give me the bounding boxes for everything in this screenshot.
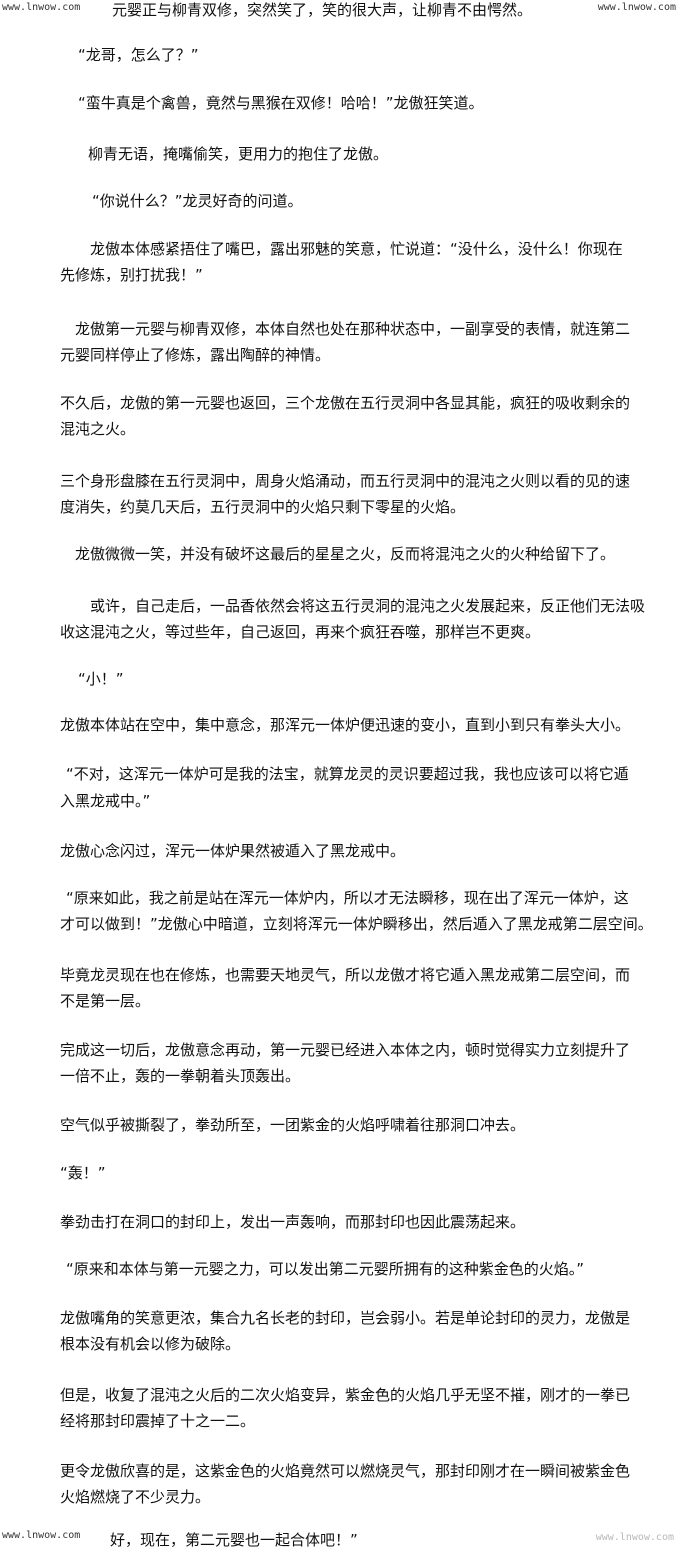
text-line: “轰！” [60, 1164, 106, 1182]
text-line: 更令龙傲欣喜的是，这紫金色的火焰竟然可以燃烧灵气，那封印刚才在一瞬间被紫金色 [60, 1462, 631, 1480]
text-line: 好，现在，第二元婴也一起合体吧！” [110, 1531, 358, 1549]
text-line: 混沌之火。 [60, 420, 136, 438]
text-line: 空气似乎被撕裂了，拳劲所至，一团紫金的火焰呼啸着往那洞口冲去。 [60, 1116, 526, 1134]
text-line: 一倍不止，轰的一拳朝着头顶轰出。 [60, 1067, 301, 1085]
text-line: 或许，自己走后，一品香依然会将这五行灵洞的混沌之火发展起来，反正他们无法吸 [90, 597, 646, 615]
text-line: 经将那封印震掉了十之一二。 [60, 1412, 256, 1430]
text-line: 完成这一切后，龙傲意念再动，第一元婴已经进入本体之内，顿时觉得实力立刻提升了 [60, 1041, 631, 1059]
text-line: 火焰燃烧了不少灵力。 [60, 1488, 211, 1506]
text-line: 龙傲本体站在空中，集中意念，那浑元一体炉便迅速的变小，直到小到只有拳头大小。 [60, 716, 631, 734]
text-line: 元婴正与柳青双修，突然笑了，笑的很大声，让柳青不由愕然。 [112, 1, 533, 19]
text-line: 度消失，约莫几天后，五行灵洞中的火焰只剩下零星的火焰。 [60, 498, 466, 516]
watermark-top-right: www.lnwow.com [597, 2, 676, 13]
text-line: 龙傲心念闪过，浑元一体炉果然被遁入了黑龙戒中。 [60, 842, 406, 860]
text-line: 毕竟龙灵现在也在修炼，也需要天地灵气，所以龙傲才将它遁入黑龙戒第二层空间，而 [60, 966, 631, 984]
text-line: “蛮牛真是个禽兽，竟然与黑猴在双修！哈哈！”龙傲狂笑道。 [78, 94, 484, 112]
text-line: “原来如此，我之前是站在浑元一体炉内，所以才无法瞬移，现在出了浑元一体炉，这 [66, 889, 629, 907]
text-line: 龙傲嘴角的笑意更浓，集合九名长老的封印，岂会弱小。若是单论封印的灵力，龙傲是 [60, 1309, 631, 1327]
text-line: 先修炼，别打扰我！” [60, 266, 203, 284]
text-line: 元婴同样停止了修炼，露出陶醉的神情。 [60, 346, 331, 364]
text-line: 入黑龙戒中。” [60, 792, 151, 810]
text-line: 才可以做到！”龙傲心中暗道，立刻将浑元一体炉瞬移出，然后遁入了黑龙戒第二层空间。 [60, 915, 653, 933]
watermark-bottom-right: www.lnwow.com [595, 1532, 674, 1543]
watermark-top-left: www.lnwow.com [2, 2, 81, 13]
text-line: “小！” [78, 670, 124, 688]
text-line: 柳青无语，掩嘴偷笑，更用力的抱住了龙傲。 [88, 145, 389, 163]
text-line: 但是，收复了混沌之火后的二次火焰变异，紫金色的火焰几乎无坚不摧，刚才的一拳已 [60, 1386, 631, 1404]
text-line: 不是第一层。 [60, 992, 151, 1010]
text-line: “原来和本体与第一元婴之力，可以发出第二元婴所拥有的这种紫金色的火焰。” [66, 1260, 585, 1278]
text-line: “龙哥，怎么了？” [78, 46, 199, 64]
text-line: 龙傲第一元婴与柳青双修，本体自然也处在那种状态中，一副享受的表情，就连第二 [75, 320, 631, 338]
text-line: 三个身形盘膝在五行灵洞中，周身火焰涌动，而五行灵洞中的混沌之火则以看的见的速 [60, 472, 631, 490]
text-line: 拳劲击打在洞口的封印上，发出一声轰响，而那封印也因此震荡起来。 [60, 1213, 526, 1231]
text-line: “不对，这浑元一体炉可是我的法宝，就算龙灵的灵识要超过我，我也应该可以将它遁 [66, 765, 629, 783]
text-line: 龙傲本体感紧捂住了嘴巴，露出邪魅的笑意，忙说道：“没什么，没什么！你现在 [90, 240, 623, 258]
text-line: “你说什么？”龙灵好奇的问道。 [92, 192, 303, 210]
watermark-bottom-left: www.lnwow.com [2, 1530, 81, 1541]
text-line: 根本没有机会以修为破除。 [60, 1335, 241, 1353]
text-line: 龙傲微微一笑，并没有破坏这最后的星星之火，反而将混沌之火的火种给留下了。 [75, 545, 616, 563]
text-line: 不久后，龙傲的第一元婴也返回，三个龙傲在五行灵洞中各显其能，疯狂的吸收剩余的 [60, 394, 631, 412]
text-line: 收这混沌之火，等过些年，自己返回，再来个疯狂吞噬，那样岂不更爽。 [60, 623, 541, 641]
